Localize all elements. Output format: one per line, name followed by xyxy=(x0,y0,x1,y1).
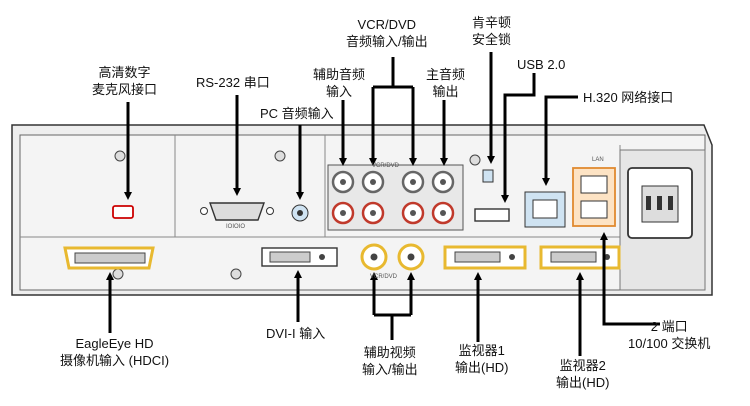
vcr-dvd-panel-mark: VCR/DVD xyxy=(372,163,400,169)
label-kensington: 肯辛顿安全锁 xyxy=(472,15,512,47)
label-usb: USB 2.0 xyxy=(517,57,566,72)
serial-panel-mark: IOIOIO xyxy=(226,224,246,230)
aux-video-jacks xyxy=(360,243,425,271)
label-dvi: DVI-I 输入 xyxy=(266,326,326,341)
audio-rca-block xyxy=(327,164,464,231)
hdci-port xyxy=(63,246,155,270)
label-main-audio: 主音频输出 xyxy=(426,67,466,99)
pc-audio-jack xyxy=(291,204,309,222)
power-inlet xyxy=(627,167,693,239)
callout-usb xyxy=(501,73,536,203)
dvi-port xyxy=(261,247,338,267)
callout-switch xyxy=(600,232,660,326)
kensington-slot xyxy=(482,169,494,183)
callout-h320 xyxy=(542,95,578,186)
monitor2-port xyxy=(539,245,621,270)
rs232-port xyxy=(200,202,274,221)
video-panel-mark: VCR/DVD xyxy=(370,274,398,280)
label-hd-mic: 高清数字麦克风接口 xyxy=(92,65,158,97)
lan-panel-mark: LAN xyxy=(592,157,604,163)
label-pc-audio: PC 音频输入 xyxy=(260,106,334,121)
hd-mic-port xyxy=(112,205,134,219)
h320-port xyxy=(524,191,566,228)
label-h320: H.320 网络接口 xyxy=(583,90,674,105)
callout-aux-video xyxy=(372,276,413,340)
usb-port xyxy=(474,208,510,222)
monitor1-port xyxy=(443,245,527,270)
callout-lines xyxy=(106,52,660,356)
lan-switch-ports xyxy=(572,167,616,227)
label-rs232: RS-232 串口 xyxy=(196,75,270,90)
screws xyxy=(112,150,481,280)
label-aux-video: 辅助视频输入/输出 xyxy=(362,345,418,377)
callout-vcr-dvd xyxy=(371,57,413,162)
label-aux-audio: 辅助音频输入 xyxy=(313,67,366,99)
